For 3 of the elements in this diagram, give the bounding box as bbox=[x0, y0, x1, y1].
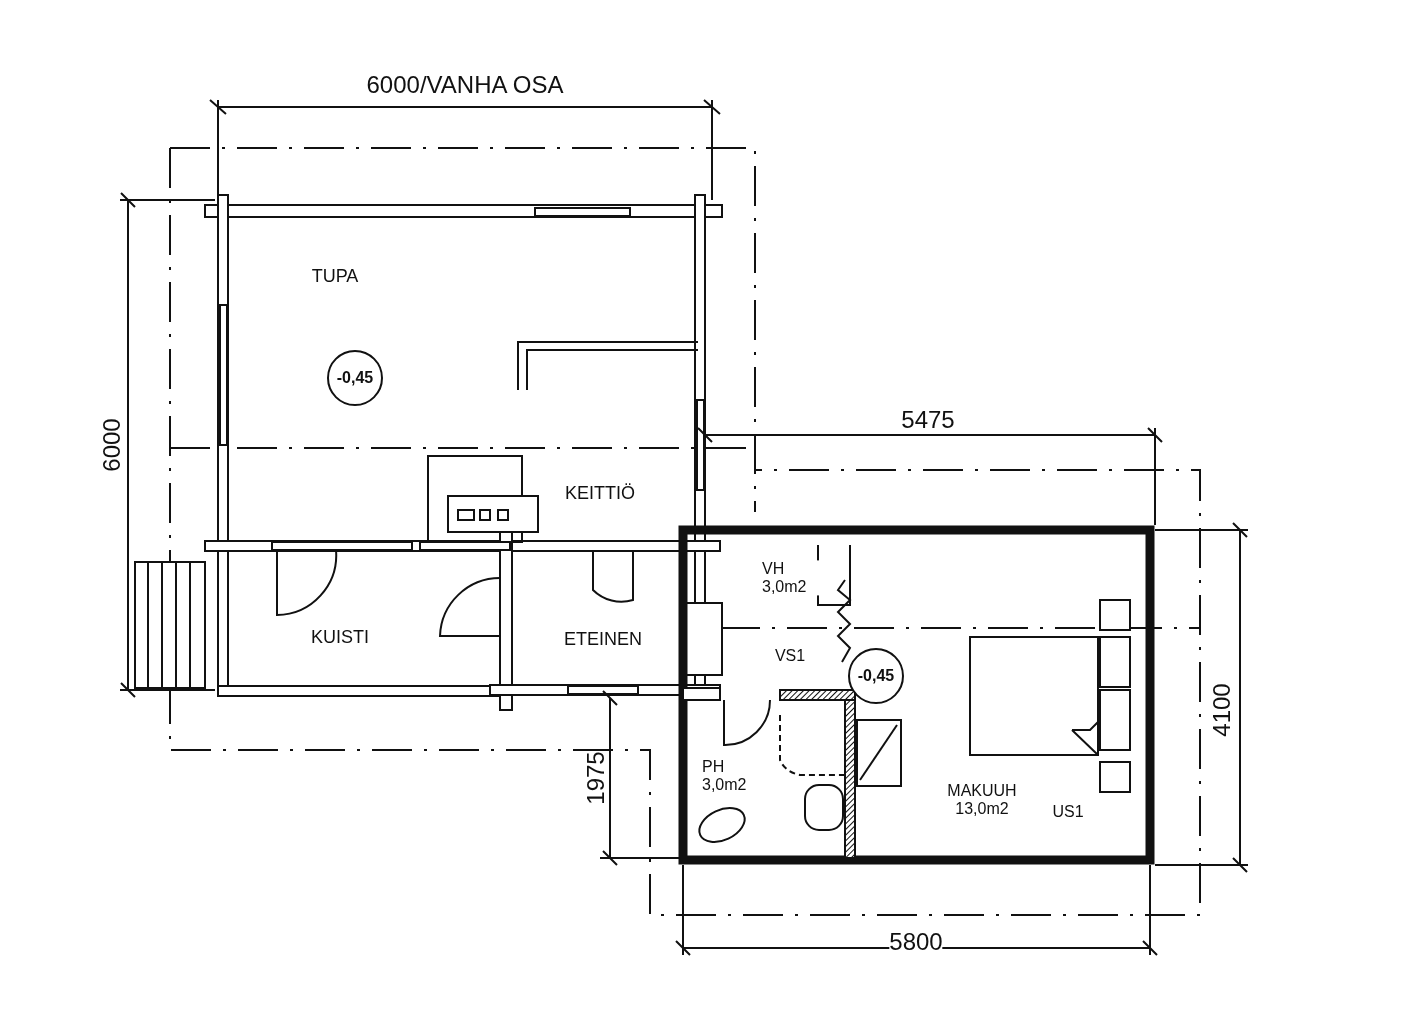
level-marker: -0,45 bbox=[848, 648, 904, 704]
room-label: VH 3,0m2 bbox=[762, 560, 822, 596]
level-marker: -0,45 bbox=[327, 350, 383, 406]
